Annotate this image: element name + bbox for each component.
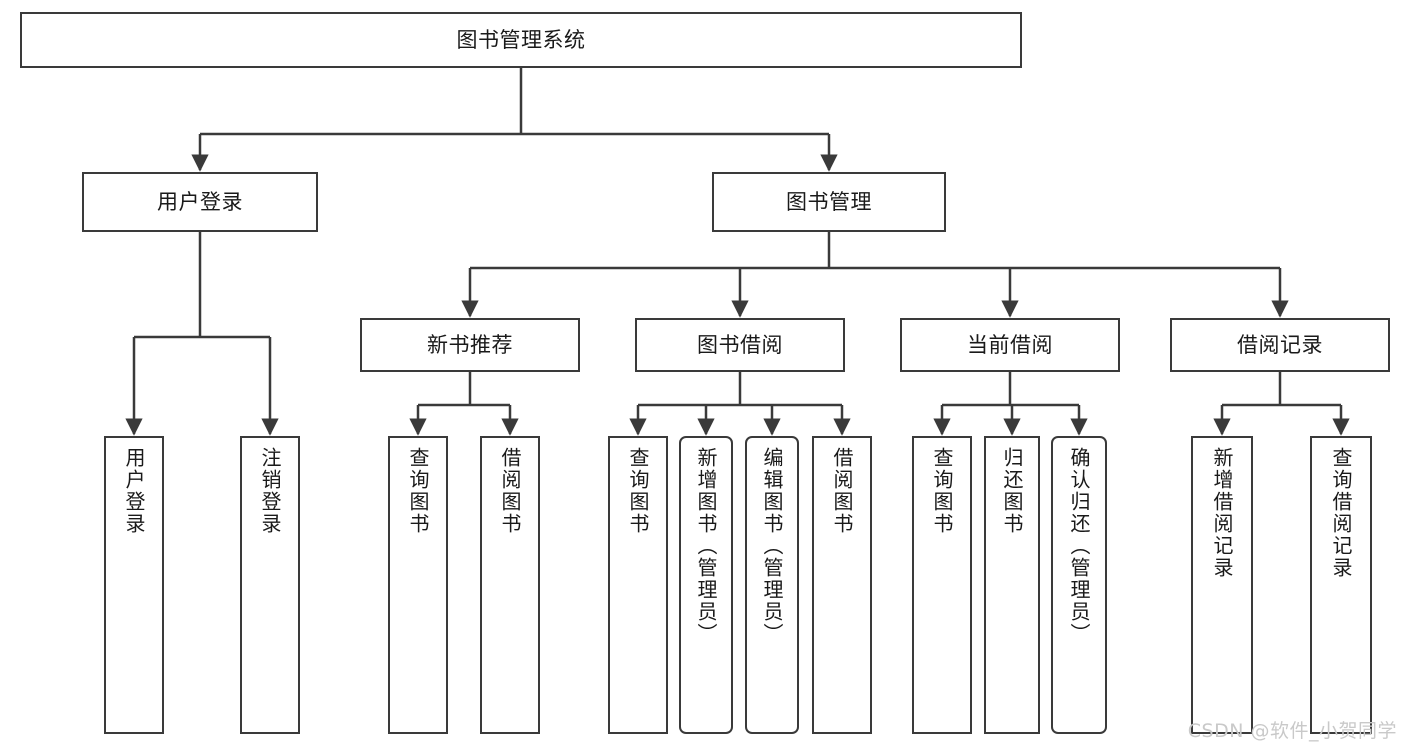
- node-bookmgmt[interactable]: 图书管理: [712, 172, 946, 232]
- node-label: 图书管理系统: [456, 27, 586, 52]
- node-label: 借阅图书: [830, 447, 854, 535]
- node-label: 用户登录: [122, 447, 146, 535]
- node-label: 图书借阅: [697, 332, 783, 357]
- node-l_userlogin[interactable]: 用户登录: [104, 436, 164, 734]
- node-label: 新书推荐: [427, 332, 513, 357]
- node-l_c_query[interactable]: 查询图书: [912, 436, 972, 734]
- node-borrow[interactable]: 图书借阅: [635, 318, 845, 372]
- node-label: 注销登录: [258, 447, 282, 535]
- node-l_b_borrow[interactable]: 借阅图书: [812, 436, 872, 734]
- node-l_b_query[interactable]: 查询图书: [608, 436, 668, 734]
- node-l_r_query[interactable]: 查询借阅记录: [1310, 436, 1372, 734]
- node-label: 确认归还（管理员）: [1067, 447, 1091, 645]
- node-l_logout[interactable]: 注销登录: [240, 436, 300, 734]
- node-label: 查询图书: [930, 447, 954, 535]
- node-label: 借阅图书: [498, 447, 522, 535]
- node-records[interactable]: 借阅记录: [1170, 318, 1390, 372]
- node-label: 用户登录: [157, 189, 243, 214]
- node-l_c_confirm[interactable]: 确认归还（管理员）: [1051, 436, 1107, 734]
- node-label: 借阅记录: [1237, 332, 1323, 357]
- watermark-label: CSDN @软件_小贺同学: [1187, 720, 1397, 742]
- node-l_b_edit[interactable]: 编辑图书（管理员）: [745, 436, 799, 734]
- node-label: 查询图书: [626, 447, 650, 535]
- node-label: 归还图书: [1000, 447, 1024, 535]
- node-l_r_add[interactable]: 新增借阅记录: [1191, 436, 1253, 734]
- node-l_b_add[interactable]: 新增图书（管理员）: [679, 436, 733, 734]
- node-l_nb_query[interactable]: 查询图书: [388, 436, 448, 734]
- node-label: 查询图书: [406, 447, 430, 535]
- node-root[interactable]: 图书管理系统: [20, 12, 1022, 68]
- node-current[interactable]: 当前借阅: [900, 318, 1120, 372]
- node-newbook[interactable]: 新书推荐: [360, 318, 580, 372]
- node-l_c_return[interactable]: 归还图书: [984, 436, 1040, 734]
- node-label: 图书管理: [786, 189, 872, 214]
- node-l_nb_borrow[interactable]: 借阅图书: [480, 436, 540, 734]
- node-label: 编辑图书（管理员）: [760, 447, 784, 645]
- node-label: 当前借阅: [967, 332, 1053, 357]
- node-label: 查询借阅记录: [1329, 447, 1353, 579]
- node-label: 新增借阅记录: [1210, 447, 1234, 579]
- node-login[interactable]: 用户登录: [82, 172, 318, 232]
- node-label: 新增图书（管理员）: [694, 447, 718, 645]
